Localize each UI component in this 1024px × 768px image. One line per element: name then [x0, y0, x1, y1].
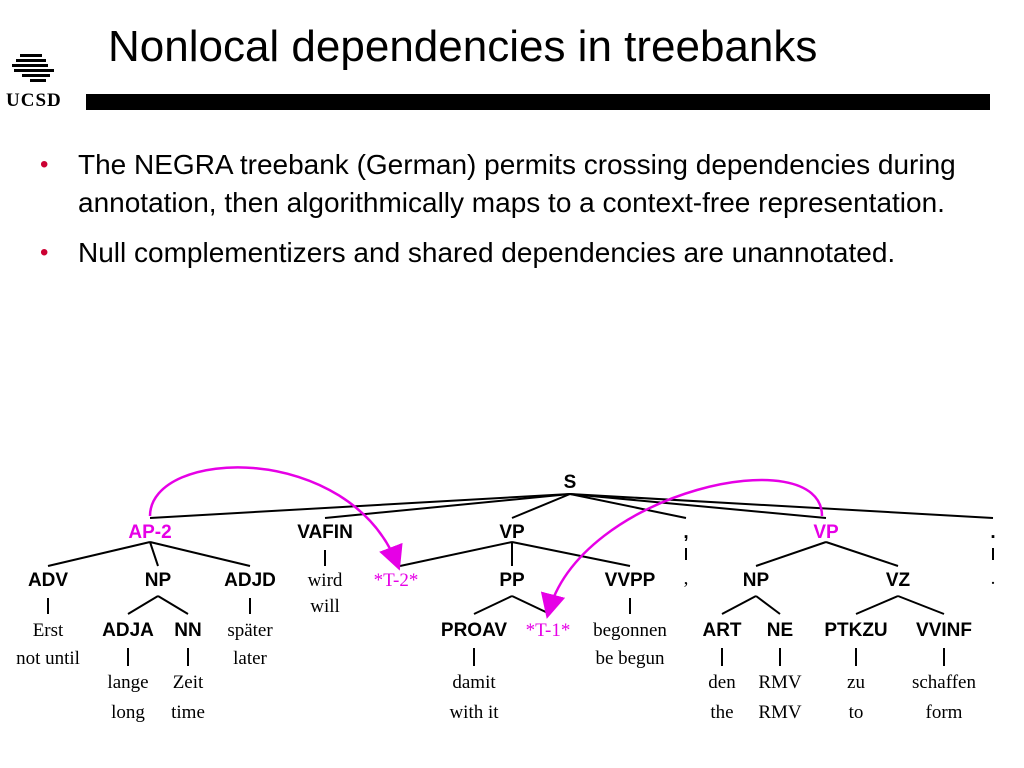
- gloss-not-until: not until: [16, 648, 80, 669]
- word-schaffen: schaffen: [912, 672, 977, 693]
- node-adja: ADJA: [102, 620, 154, 641]
- title-underline-bar: [86, 94, 990, 110]
- gloss-long: long: [111, 702, 145, 723]
- logo-stripes-icon: [12, 54, 54, 82]
- gloss-the: the: [710, 702, 733, 723]
- word-zeit: Zeit: [173, 672, 204, 693]
- ucsd-logo: [12, 54, 54, 82]
- word-wird: wird: [308, 570, 343, 591]
- trace-t2: *T-2*: [374, 570, 419, 591]
- bullet-list: • The NEGRA treebank (German) permits cr…: [40, 146, 990, 284]
- gloss-to: to: [849, 702, 864, 723]
- gloss-be-begun: be begun: [595, 648, 665, 669]
- gloss-time: time: [171, 702, 205, 723]
- node-s: S: [564, 472, 577, 493]
- gloss-later: later: [233, 648, 267, 669]
- node-vp-shared: VP: [813, 522, 839, 543]
- node-art: ART: [702, 620, 741, 641]
- word-rmv: RMV: [758, 672, 802, 693]
- bullet-dot-icon: •: [40, 239, 49, 266]
- node-adv: ADV: [28, 570, 68, 591]
- dependency-arc-vp-to-trace1: [540, 478, 824, 619]
- word-erst: Erst: [33, 620, 64, 641]
- syntax-tree: S AP-2 VAFIN VP , VP . ADV NP ADJD wird …: [16, 466, 996, 723]
- slide-title: Nonlocal dependencies in treebanks: [108, 22, 818, 71]
- node-vz: VZ: [886, 570, 911, 591]
- node-proav: PROAV: [441, 620, 507, 641]
- word-spaeter: später: [227, 620, 273, 641]
- node-vp: VP: [499, 522, 525, 543]
- gloss-rmv: RMV: [758, 702, 802, 723]
- node-comma: ,: [683, 522, 688, 543]
- dependency-arc-ap-to-trace2: [148, 466, 403, 571]
- gloss-form: form: [926, 702, 963, 723]
- word-zu: zu: [847, 672, 865, 693]
- logo-text: UCSD: [6, 90, 62, 111]
- node-period: .: [990, 522, 995, 543]
- bullet-item: • Null complementizers and shared depend…: [40, 234, 990, 272]
- bullet-item: • The NEGRA treebank (German) permits cr…: [40, 146, 990, 222]
- word-comma: ,: [684, 568, 689, 589]
- node-nn: NN: [174, 620, 201, 641]
- word-damit: damit: [452, 672, 496, 693]
- node-ptkzu: PTKZU: [824, 620, 887, 641]
- node-vvpp: VVPP: [605, 570, 656, 591]
- word-period: .: [991, 568, 996, 589]
- node-np-2: NP: [743, 570, 770, 591]
- node-ne: NE: [767, 620, 793, 641]
- bullet-text: Null complementizers and shared dependen…: [78, 237, 896, 268]
- word-den: den: [708, 672, 736, 693]
- node-pp: PP: [499, 570, 525, 591]
- node-ap2: AP-2: [128, 522, 171, 543]
- gloss-will: will: [310, 596, 340, 617]
- gloss-with-it: with it: [449, 702, 499, 723]
- node-np: NP: [145, 570, 172, 591]
- node-vafin: VAFIN: [297, 522, 353, 543]
- node-adjd: ADJD: [224, 570, 276, 591]
- bullet-dot-icon: •: [40, 151, 49, 178]
- word-begonnen: begonnen: [593, 620, 667, 641]
- node-vvinf: VVINF: [916, 620, 972, 641]
- bullet-text: The NEGRA treebank (German) permits cros…: [78, 149, 956, 218]
- tree-edges: [47, 493, 994, 666]
- word-lange: lange: [107, 672, 148, 693]
- trace-t1: *T-1*: [526, 620, 571, 641]
